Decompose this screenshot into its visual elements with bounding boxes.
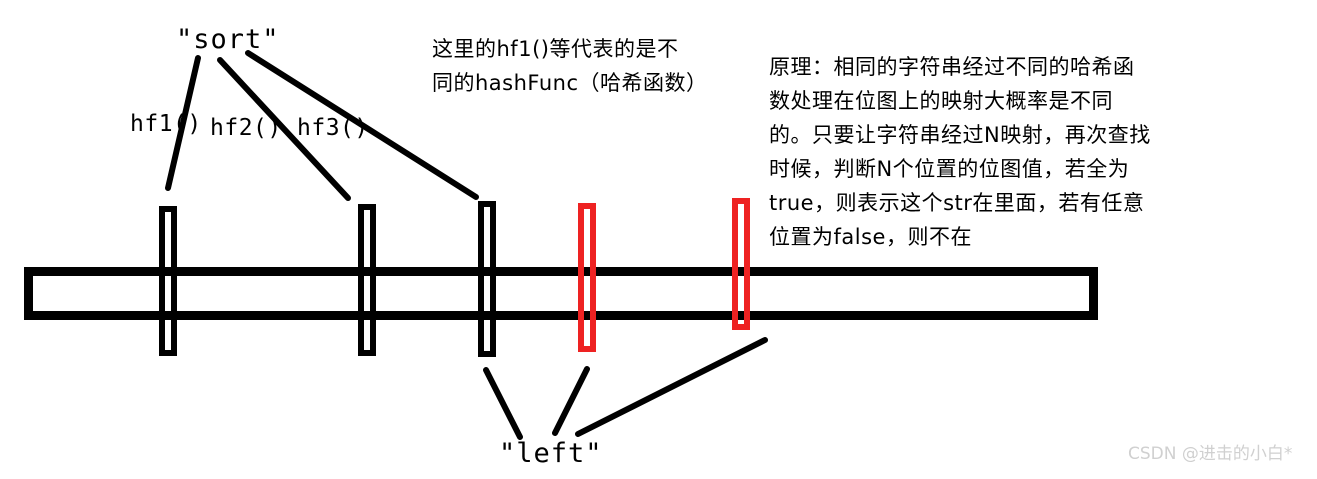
connector-sort-hf2 — [217, 57, 351, 201]
csdn-watermark: CSDN @进击的小白* — [1128, 444, 1293, 464]
annotation-hash-function-note: 这里的hf1()等代表的是不 同的hashFunc（哈希函数） — [432, 37, 708, 95]
annotation-principle-note: 原理：相同的字符串经过不同的哈希函 数处理在位图上的映射大概率是不同 的。只要让… — [769, 55, 1151, 249]
query-string-left-label: "left" — [499, 438, 603, 469]
bit-position-markers — [159, 198, 750, 357]
marker-query-2 — [732, 198, 750, 330]
connector-lines — [165, 50, 768, 440]
hash-function-label-hf2: hf2() — [210, 115, 282, 141]
marker-hf3-set — [478, 201, 496, 357]
hash-function-label-hf1: hf1() — [130, 111, 202, 137]
connector-sort-hf3 — [245, 50, 479, 200]
hash-function-label-hf3: hf3() — [297, 115, 369, 141]
connector-left-1 — [483, 367, 523, 440]
connector-left-2 — [552, 366, 590, 436]
connector-left-3 — [575, 337, 768, 437]
marker-query-1 — [578, 203, 596, 352]
input-string-sort-label: "sort" — [176, 24, 280, 55]
marker-hf2-set — [358, 204, 376, 356]
marker-hf1-set — [159, 206, 177, 356]
connector-sort-hf1 — [165, 55, 201, 191]
bitmap-array-rect — [24, 267, 1098, 320]
